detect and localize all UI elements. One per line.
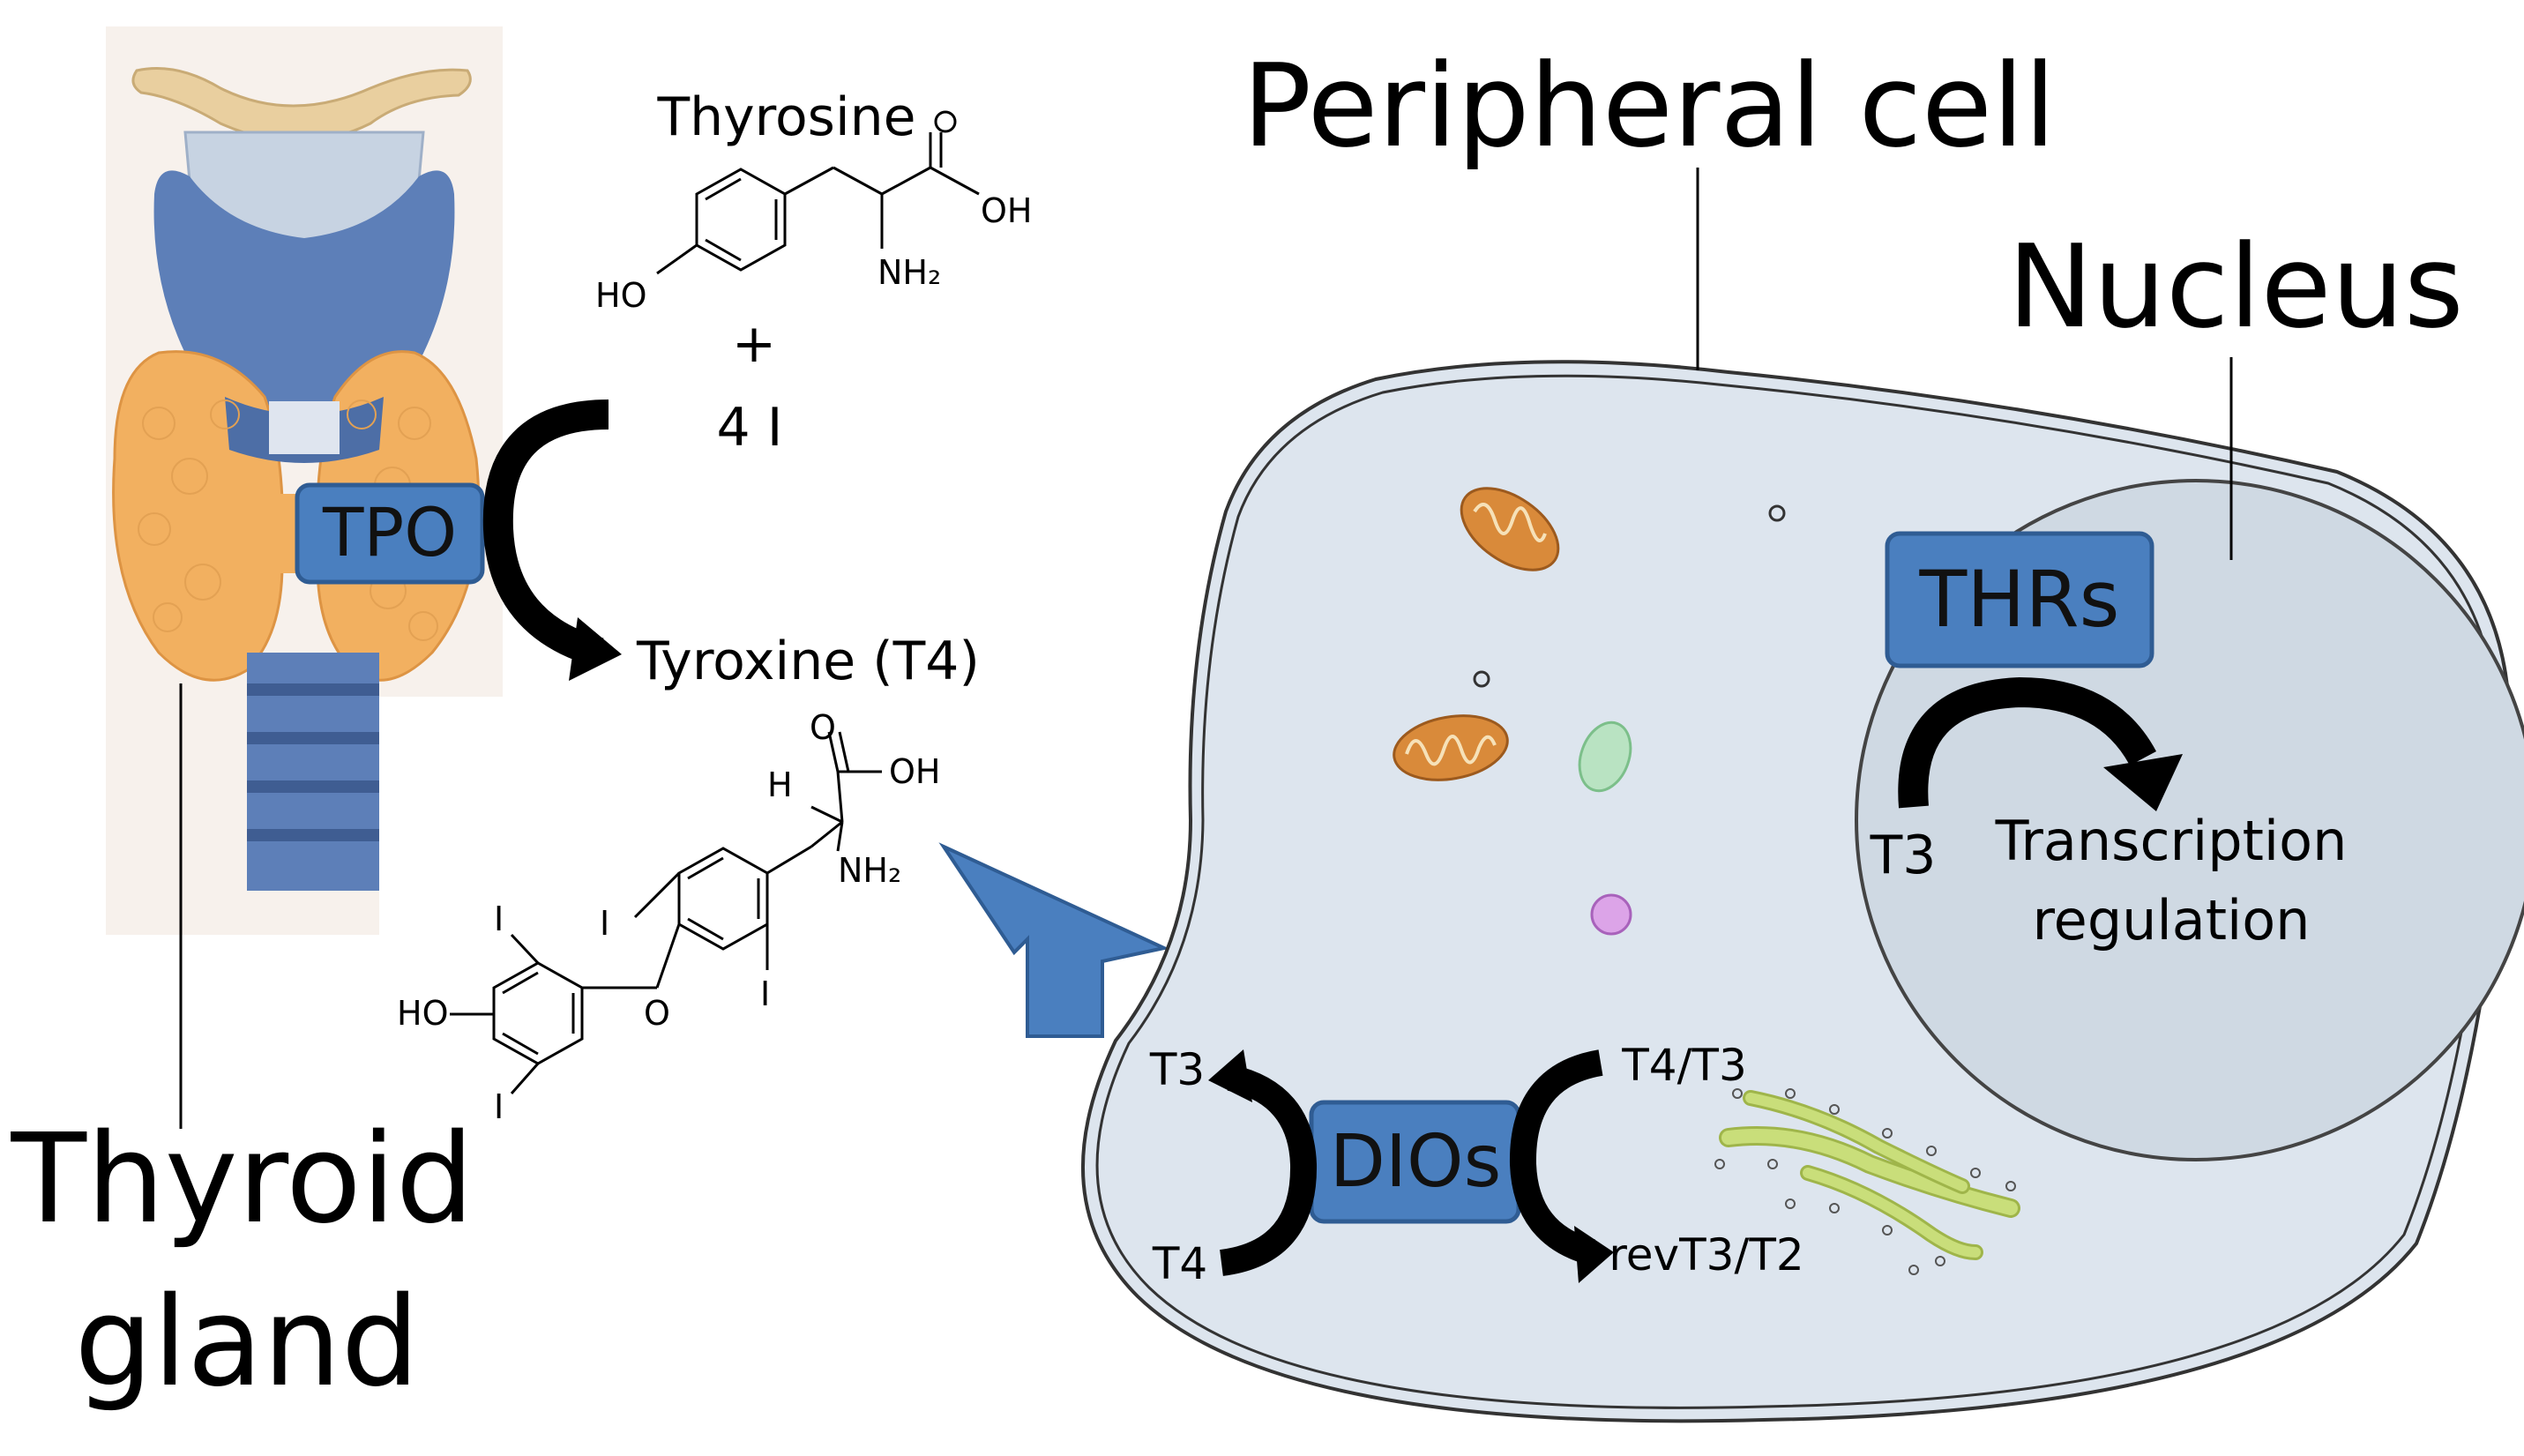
t4-h: H [767,765,793,804]
golgi-cisterna-fill [1803,1168,1981,1258]
t4-bond [766,845,812,875]
thyroid-gland-label-line2: gland [74,1271,419,1415]
dios-box: DIOs [1309,1100,1521,1224]
golgi-vesicles [1714,1088,2016,1275]
thyrosine-label: Thyrosine [656,86,915,148]
t4-bond [838,731,850,773]
t4-bond [510,933,540,965]
hyoid-bone [131,67,472,143]
tyrosine-benzene-ring [695,168,787,272]
t4-bond [836,771,844,823]
t4-iodine-4: I [494,1087,504,1126]
tyrosine-oh: OH [981,191,1032,230]
tyrosine-bond [833,166,883,196]
t4-double-bond [687,856,724,880]
thrs-box: THRs [1885,531,2154,668]
tyrosine-bond [656,243,698,275]
plus-sign: + [732,313,776,375]
peroxisome [1578,721,1632,793]
t3-out-label: T3 [1149,1044,1205,1095]
t4-iodine-1: I [600,904,609,943]
tyrosine-nh2: NH₂ [877,253,941,292]
t4-bond [510,1063,540,1094]
t4-double-bond [502,971,539,995]
lysosome [1590,893,1632,936]
tyrosine-bond [881,166,931,196]
transcription-label-line2: regulation [2033,888,2311,952]
revt3t2-out-label: revT3/T2 [1609,1229,1803,1281]
thrs-box-shape [1885,531,2154,668]
tyrosine-bond [930,166,980,196]
t4-bond [836,821,844,852]
t4-bond [810,805,843,824]
tyrosine-bond [784,166,834,196]
peripheral-cell-label: Peripheral cell [1243,39,2056,173]
dio-right-arrow-head [1574,1226,1614,1283]
tpo-arrow-head [569,617,622,681]
t4-iodine-3: I [494,900,504,938]
t4-in-label: T4 [1152,1238,1207,1289]
dio-left-arrow-head [1208,1049,1252,1102]
tyroxine-label: Tyroxine (T4) [636,631,980,692]
t4-oh: OH [889,752,940,791]
thrs-label: THRs [1919,554,2120,645]
tpo-box: TPO [295,482,485,585]
t4-ho: HO [397,994,448,1033]
tpo-reaction-arrow [482,399,609,668]
tyrosine-ho: HO [595,276,646,315]
thyroid-gland-label-line1: Thyroid [11,1108,474,1251]
trachea-ring [247,780,379,793]
t4-bond [655,923,681,989]
t4-oxygen-top: O [810,708,836,747]
t4-iodine-2: I [760,974,770,1013]
t4-bond [810,820,843,848]
trachea-ring [247,683,379,696]
tyrosine-double-bond [705,177,742,201]
tyrosine-double-bond [705,238,742,262]
t4-bond [827,731,840,773]
t4-inner-ring [677,847,769,951]
t4-double-bond [502,1032,539,1056]
thyroid-illustration [106,26,503,935]
tyrosine-oxygen [934,110,957,133]
nucleus-label: Nucleus [2007,220,2463,354]
golgi-cisterna-fill [1721,1129,2018,1215]
mitochondrion-cristae [1405,735,1497,766]
t4-structure [450,731,882,1094]
dios-label: DIOs [1330,1120,1502,1204]
t4-outer-ring [492,961,584,1065]
larynx-gap [269,401,340,454]
transport-arrow [938,842,1170,1038]
t3-nucleus-label: T3 [1870,825,1937,886]
tyrosine-structure [656,132,980,275]
t4-nh2: NH₂ [838,851,901,890]
mitochondrion [1393,714,1509,781]
transcription-label-line1: Transcription [1995,809,2348,873]
tpo-label: TPO [322,493,457,571]
thrs-arrow-head [2103,754,2183,811]
trachea [247,653,379,891]
dio-right-arrow [1509,1049,1603,1266]
iodine-label: 4 I [717,397,783,459]
dio-left-arrow [1219,1064,1318,1276]
mitochondrion-cristae [1473,503,1547,542]
trachea-ring [247,829,379,841]
t4-ether-oxygen: O [644,994,670,1033]
larynx [153,170,455,415]
thrs-arc-arrow [1898,676,2156,809]
t4-double-bond [687,917,724,941]
t4t3-in-label: T4/T3 [1621,1040,1747,1091]
vesicle [1473,670,1490,688]
tpo-box-shape [295,482,485,585]
mitochondrion-outer [1393,714,1509,781]
vesicle [1768,504,1786,522]
golgi-apparatus [1714,1088,2020,1275]
t4-bond [633,871,681,919]
mitochondrion [1460,487,1560,571]
golgi-cisterna-fill [1745,1093,1968,1191]
trachea-ring [247,732,379,744]
